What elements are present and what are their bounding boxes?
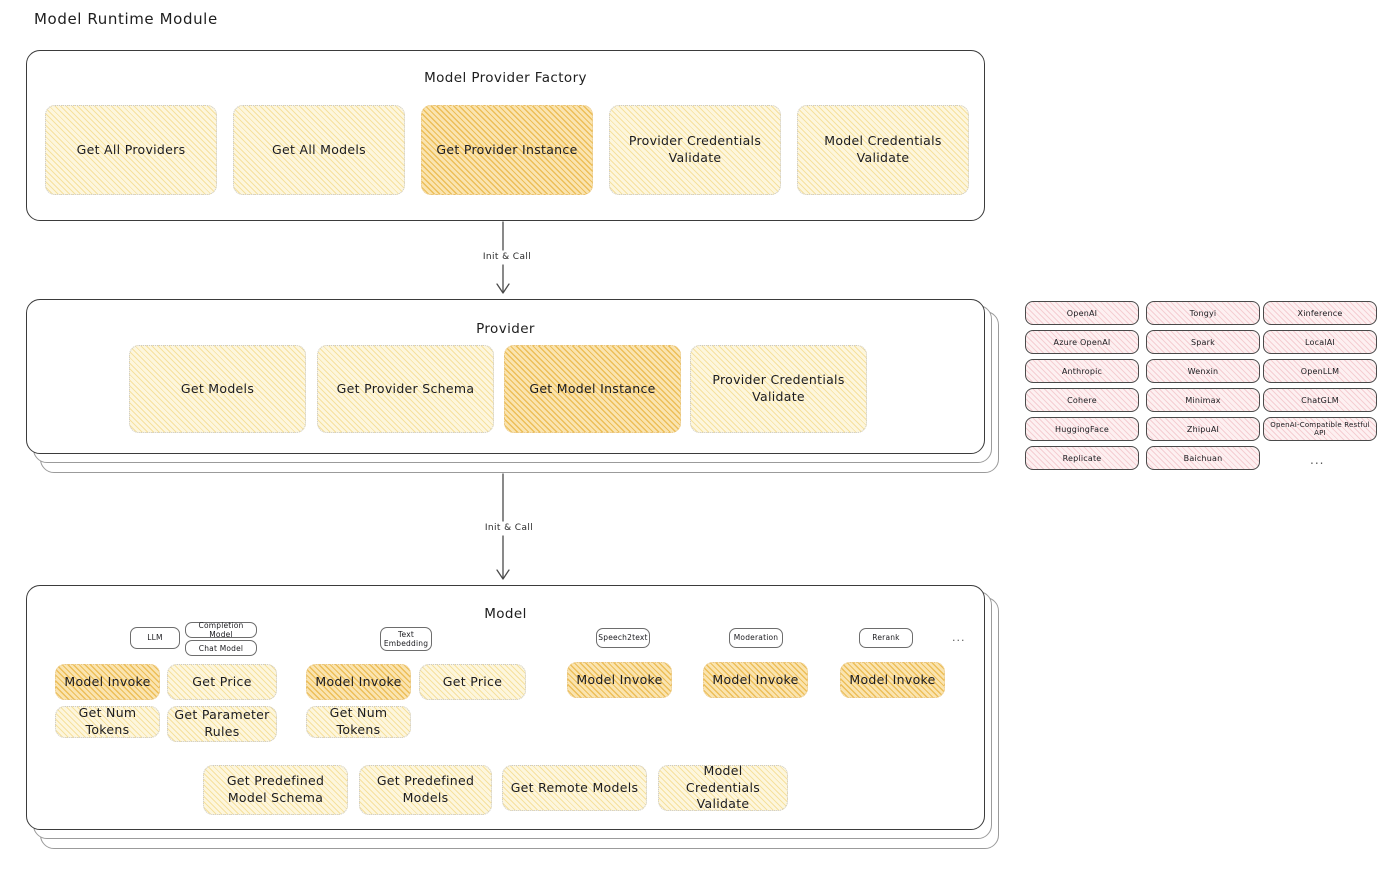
node-text-embedding-model-invoke[interactable]: Model Invoke bbox=[306, 664, 411, 700]
node-get-provider-instance[interactable]: Get Provider Instance bbox=[421, 105, 593, 195]
model-subtype-chip-chat-model[interactable]: Chat Model bbox=[185, 640, 257, 656]
page-title: Model Runtime Module bbox=[34, 10, 218, 28]
node-model-credentials-validate-model[interactable]: Model Credentials Validate bbox=[658, 763, 788, 811]
node-llm-get-num-tokens[interactable]: Get Num Tokens bbox=[55, 705, 160, 738]
model-type-chip-text-embedding[interactable]: Text Embedding bbox=[380, 627, 432, 651]
arrow-label-init-call-2: Init & Call bbox=[462, 523, 556, 533]
node-get-provider-schema[interactable]: Get Provider Schema bbox=[317, 345, 494, 433]
provider-chip-openai-compatible-restful-api[interactable]: OpenAI-Compatible Restful API bbox=[1263, 417, 1377, 441]
provider-chip-huggingface[interactable]: HuggingFace bbox=[1025, 417, 1139, 441]
node-get-predefined-model-schema[interactable]: Get Predefined Model Schema bbox=[203, 765, 348, 815]
model-type-chip-rerank[interactable]: Rerank bbox=[859, 628, 913, 648]
provider-chip-openai[interactable]: OpenAI bbox=[1025, 301, 1139, 325]
node-get-models[interactable]: Get Models bbox=[129, 345, 306, 433]
provider-chip-anthropic[interactable]: Anthropic bbox=[1025, 359, 1139, 383]
node-get-all-providers[interactable]: Get All Providers bbox=[45, 105, 217, 195]
provider-chip-openllm[interactable]: OpenLLM bbox=[1263, 359, 1377, 383]
provider-chip-localai[interactable]: LocalAI bbox=[1263, 330, 1377, 354]
node-llm-model-invoke[interactable]: Model Invoke bbox=[55, 664, 160, 700]
provider-chip-minimax[interactable]: Minimax bbox=[1146, 388, 1260, 412]
model-type-chip-llm[interactable]: LLM bbox=[130, 627, 180, 649]
node-get-model-instance[interactable]: Get Model Instance bbox=[504, 345, 681, 433]
model-title: Model bbox=[484, 606, 527, 622]
provider-title: Provider bbox=[476, 321, 535, 337]
provider-chip-replicate[interactable]: Replicate bbox=[1025, 446, 1139, 470]
provider-chip-azure-openai[interactable]: Azure OpenAI bbox=[1025, 330, 1139, 354]
provider-chip-cohere[interactable]: Cohere bbox=[1025, 388, 1139, 412]
node-provider-credentials-validate-factory[interactable]: Provider Credentials Validate bbox=[609, 105, 781, 195]
provider-chip-wenxin[interactable]: Wenxin bbox=[1146, 359, 1260, 383]
provider-chip-xinference[interactable]: Xinference bbox=[1263, 301, 1377, 325]
node-provider-credentials-validate[interactable]: Provider Credentials Validate bbox=[690, 345, 867, 433]
model-type-chip-moderation[interactable]: Moderation bbox=[729, 628, 783, 648]
provider-chip-tongyi[interactable]: Tongyi bbox=[1146, 301, 1260, 325]
node-get-all-models[interactable]: Get All Models bbox=[233, 105, 405, 195]
node-llm-get-price[interactable]: Get Price bbox=[167, 664, 277, 700]
node-model-credentials-validate-factory[interactable]: Model Credentials Validate bbox=[797, 105, 969, 195]
provider-chip-zhipuai[interactable]: ZhipuAI bbox=[1146, 417, 1260, 441]
provider-chip-baichuan[interactable]: Baichuan bbox=[1146, 446, 1260, 470]
node-get-predefined-models[interactable]: Get Predefined Models bbox=[359, 765, 492, 815]
arrow-label-init-call-1: Init & Call bbox=[460, 252, 554, 262]
factory-title: Model Provider Factory bbox=[424, 70, 587, 86]
model-type-chip-speech2text[interactable]: Speech2text bbox=[596, 628, 650, 648]
node-get-remote-models[interactable]: Get Remote Models bbox=[502, 765, 647, 811]
node-text-embedding-get-price[interactable]: Get Price bbox=[419, 664, 526, 700]
node-moderation-model-invoke[interactable]: Model Invoke bbox=[703, 662, 808, 698]
provider-chip-chatglm[interactable]: ChatGLM bbox=[1263, 388, 1377, 412]
node-rerank-model-invoke[interactable]: Model Invoke bbox=[840, 662, 945, 698]
node-llm-get-parameter-rules[interactable]: Get Parameter Rules bbox=[167, 706, 277, 742]
provider-chip-spark[interactable]: Spark bbox=[1146, 330, 1260, 354]
node-text-embedding-get-num-tokens[interactable]: Get Num Tokens bbox=[306, 705, 411, 738]
model-types-ellipsis: ... bbox=[952, 631, 966, 644]
node-speech2text-model-invoke[interactable]: Model Invoke bbox=[567, 662, 672, 698]
provider-list-ellipsis: ... bbox=[1310, 453, 1325, 467]
model-subtype-chip-completion-model[interactable]: Completion Model bbox=[185, 621, 257, 639]
